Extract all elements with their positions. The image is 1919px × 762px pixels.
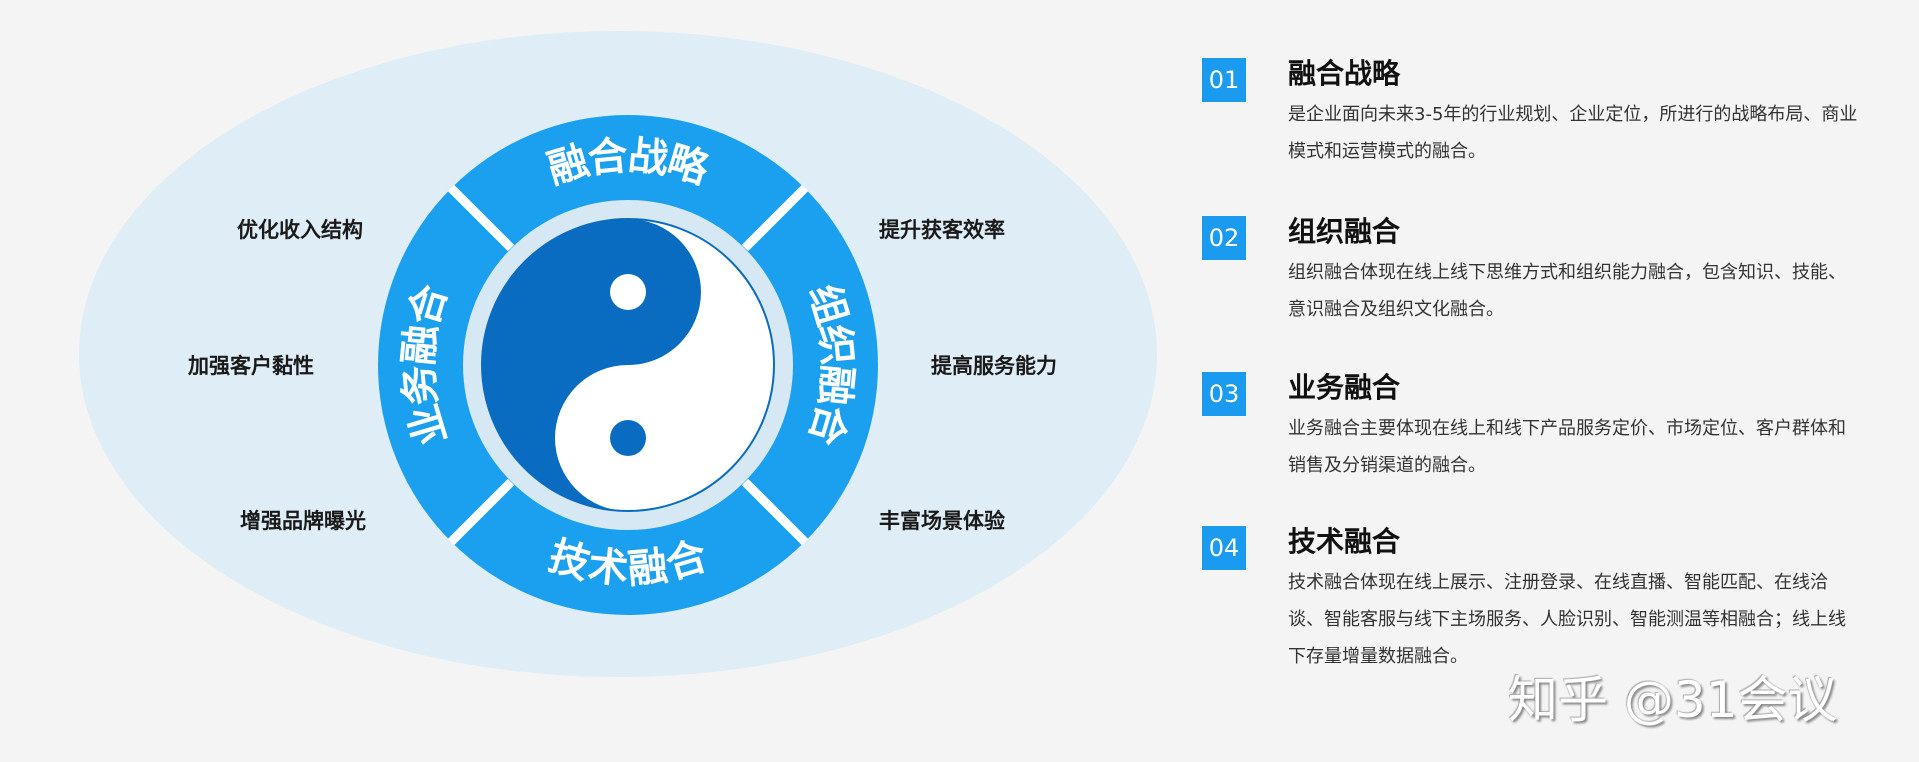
- item-description: 技术融合体现在线上展示、注册登录、在线直播、智能匹配、在线洽谈、智能客服与线下主…: [1288, 572, 1846, 667]
- item-description: 业务融合主要体现在线上和线下产品服务定价、市场定位、客户群体和销售及分销渠道的融…: [1288, 418, 1846, 476]
- number-badge: 01: [1202, 58, 1246, 102]
- benefit-right-3: 丰富场景体验: [879, 509, 1005, 533]
- benefit-left-3: 增强品牌曝光: [240, 509, 366, 533]
- number-badge: 02: [1202, 216, 1246, 260]
- benefit-right-2: 提高服务能力: [931, 354, 1057, 378]
- number-badge: 04: [1202, 526, 1246, 570]
- item-title: 融合战略: [1288, 57, 1401, 90]
- benefit-left-1: 优化收入结构: [237, 218, 363, 242]
- item-description: 是企业面向未来3-5年的行业规划、企业定位，所进行的战略布局、商业模式和运营模式…: [1288, 104, 1858, 162]
- yin-yang-icon: [481, 218, 775, 512]
- number-badge: 03: [1202, 372, 1246, 416]
- segment-dividers: [447, 184, 809, 546]
- item-description: 组织融合体现在线上线下思维方式和组织能力融合，包含知识、技能、意识融合及组织文化…: [1288, 262, 1846, 320]
- item-title: 组织融合: [1288, 215, 1401, 248]
- item-title: 业务融合: [1288, 371, 1401, 404]
- benefit-right-1: 提升获客效率: [879, 218, 1005, 242]
- zhihu-watermark: 知乎 @31会议: [1508, 671, 1838, 729]
- benefit-left-2: 加强客户黏性: [188, 354, 314, 378]
- item-title: 技术融合: [1288, 525, 1401, 558]
